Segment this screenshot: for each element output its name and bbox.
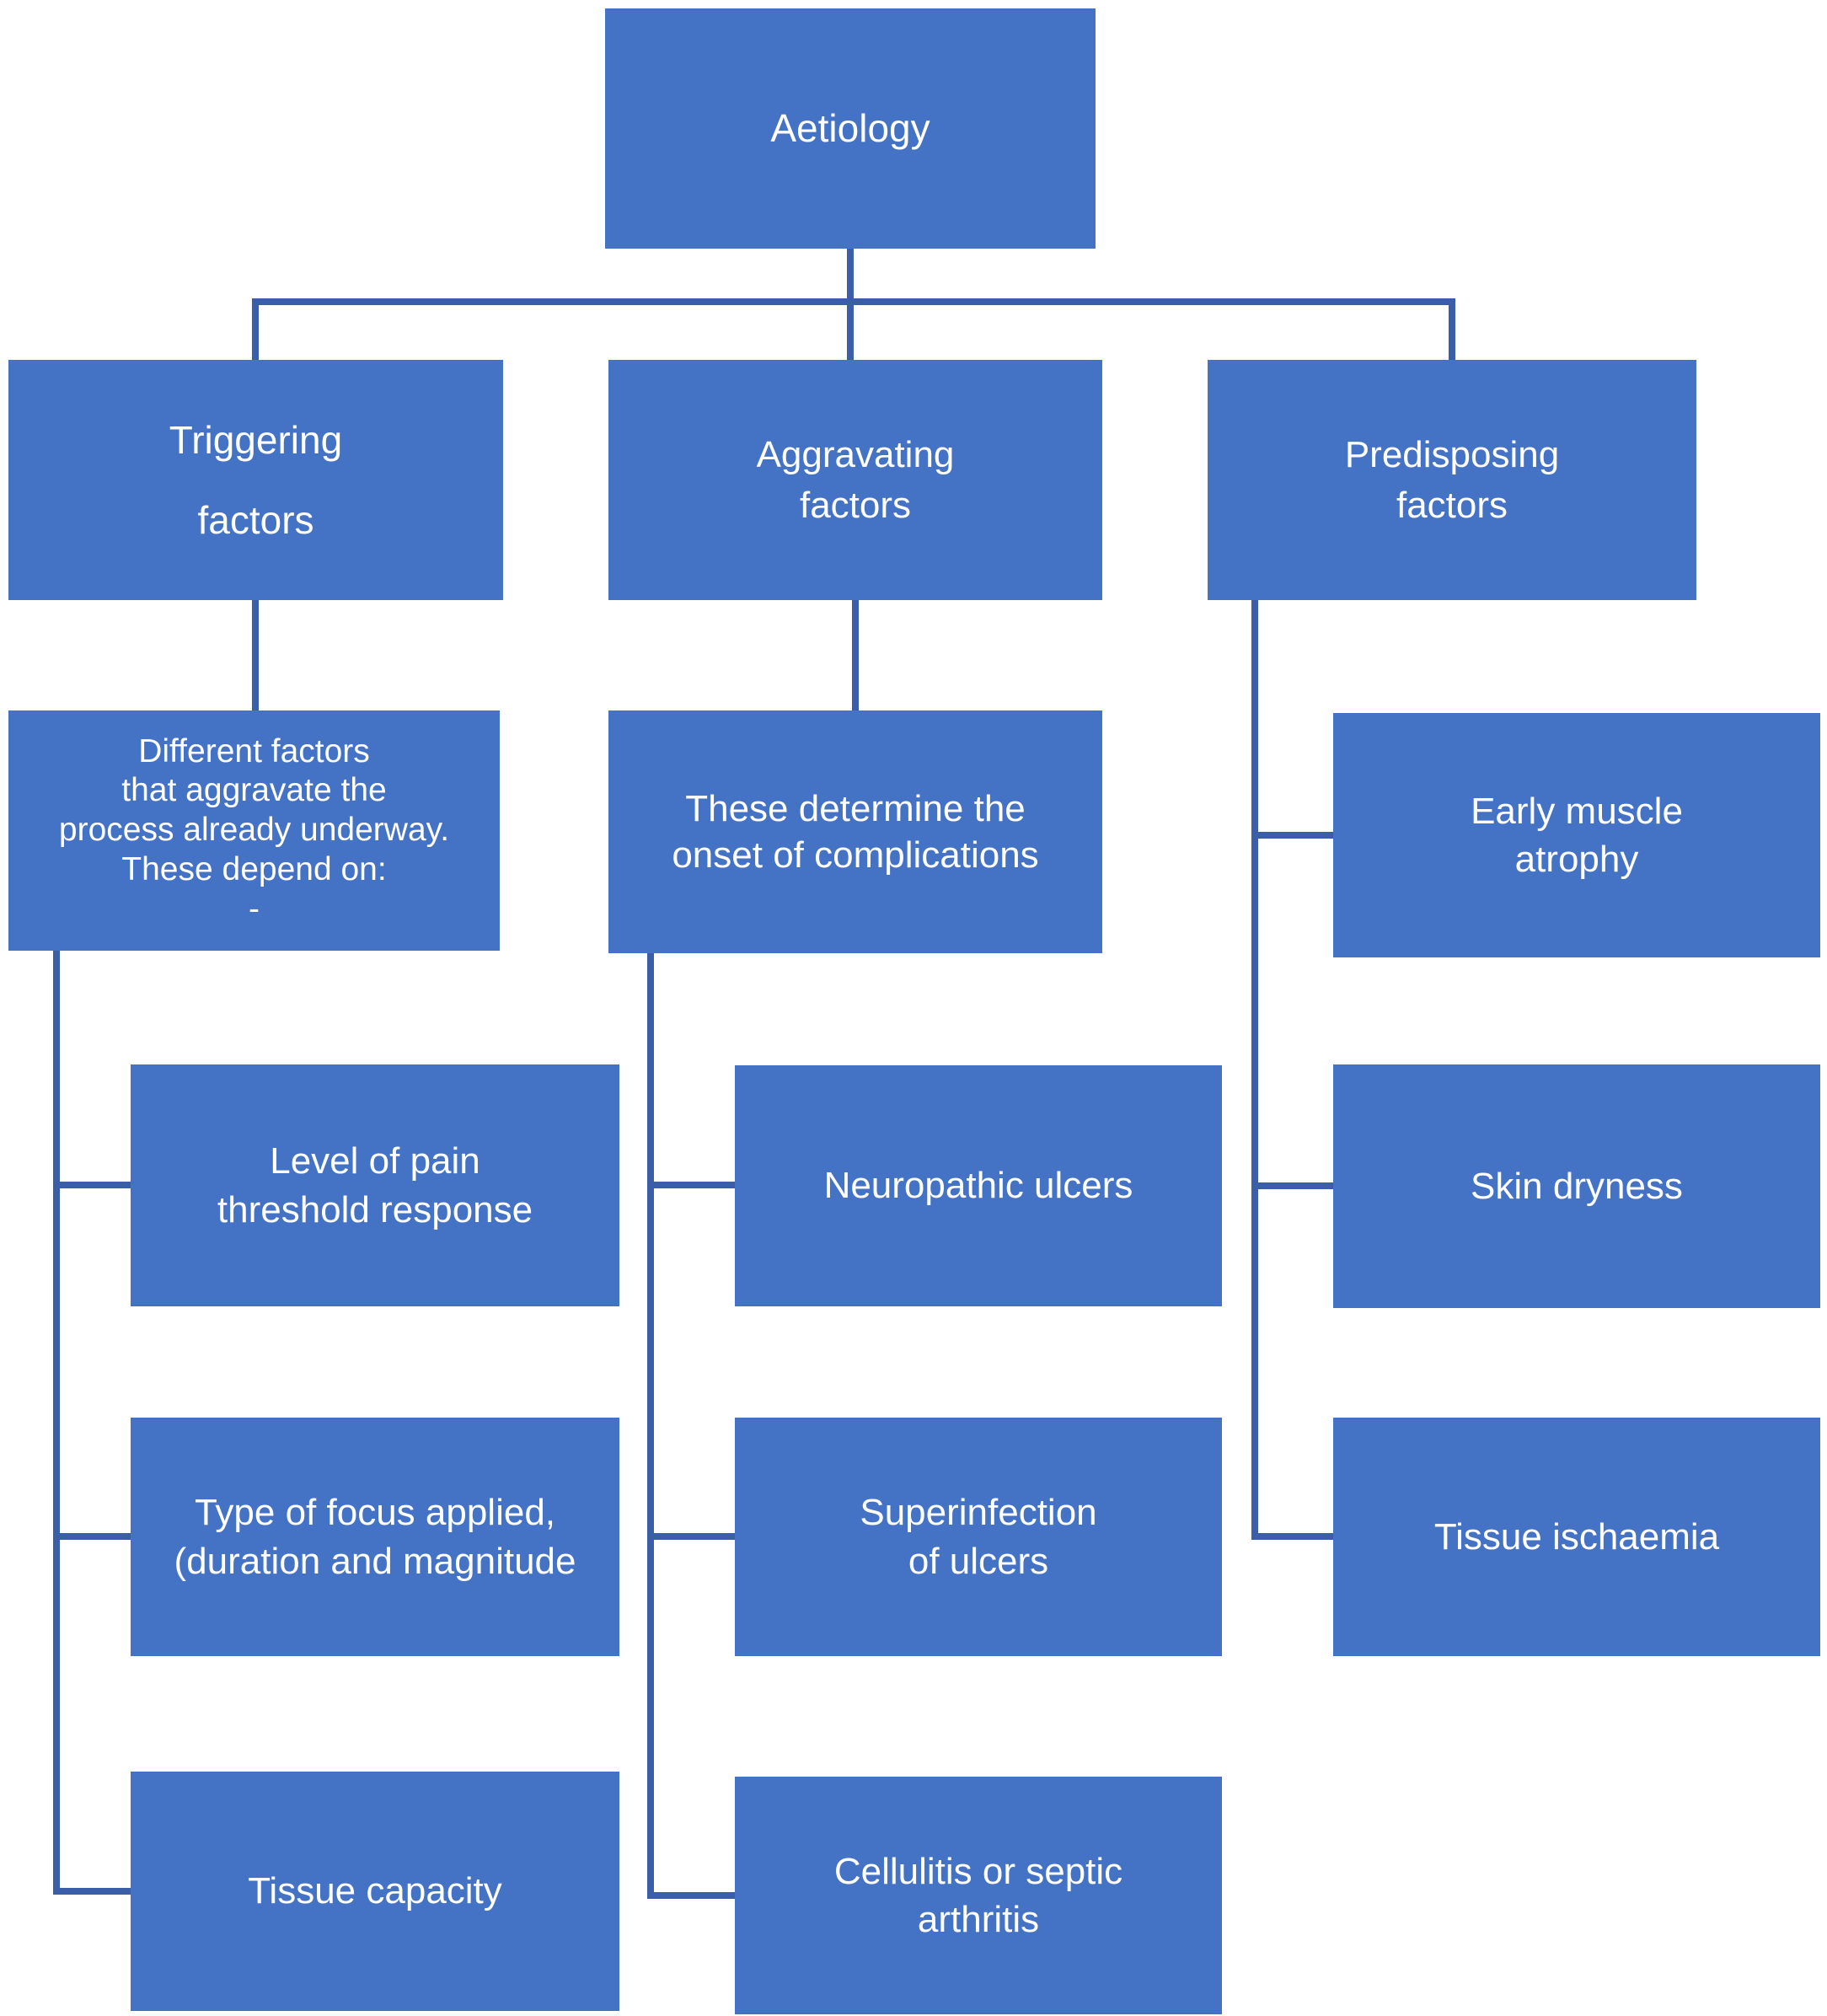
connector-left-trunk xyxy=(53,951,60,1895)
leaf-node-pain-threshold: Level of pain threshold response xyxy=(131,1064,619,1306)
leaf-node-neuropathic-ulcers: Neuropathic ulcers xyxy=(735,1065,1222,1306)
header-node-predisposing-factors: Predisposing factors xyxy=(1208,360,1696,600)
connector-middle-stub-2 xyxy=(647,1533,735,1540)
connector-triggering-drop xyxy=(252,600,259,710)
header-node-aggravating-factors: Aggravating factors xyxy=(608,360,1102,600)
connector-top-stub-right xyxy=(1449,298,1455,360)
connector-middle-stub-1 xyxy=(647,1182,735,1188)
connector-left-stub-3 xyxy=(53,1888,131,1895)
leaf-node-tissue-ischaemia: Tissue ischaemia xyxy=(1333,1418,1820,1656)
connector-aggravating-drop xyxy=(852,600,859,710)
root-node-aetiology: Aetiology xyxy=(605,8,1096,249)
leaf-node-tissue-capacity: Tissue capacity xyxy=(131,1772,619,2011)
leaf-node-early-muscle-atrophy: Early muscle atrophy xyxy=(1333,713,1820,957)
connector-right-trunk xyxy=(1251,600,1258,1540)
connector-right-stub-2 xyxy=(1251,1182,1333,1189)
leaf-node-cellulitis-septic-arthritis: Cellulitis or septic arthritis xyxy=(735,1777,1222,2014)
connector-right-stub-1 xyxy=(1251,832,1333,839)
header-node-triggering-factors: Triggering factors xyxy=(8,360,503,600)
leaf-node-focus-applied: Type of focus applied, (duration and mag… xyxy=(131,1418,619,1656)
leaf-node-superinfection-ulcers: Superinfection of ulcers xyxy=(735,1418,1222,1656)
connector-left-stub-1 xyxy=(53,1182,131,1188)
leaf-node-skin-dryness: Skin dryness xyxy=(1333,1064,1820,1308)
description-node-triggering: Different factors that aggravate the pro… xyxy=(8,710,500,951)
connector-middle-stub-3 xyxy=(647,1892,735,1899)
connector-left-stub-2 xyxy=(53,1533,131,1540)
connector-middle-trunk xyxy=(647,953,654,1899)
connector-top-bar xyxy=(252,298,1455,305)
description-node-aggravating: These determine the onset of complicatio… xyxy=(608,710,1102,953)
connector-top-stub-left xyxy=(252,298,259,360)
connector-right-stub-3 xyxy=(1251,1533,1333,1540)
